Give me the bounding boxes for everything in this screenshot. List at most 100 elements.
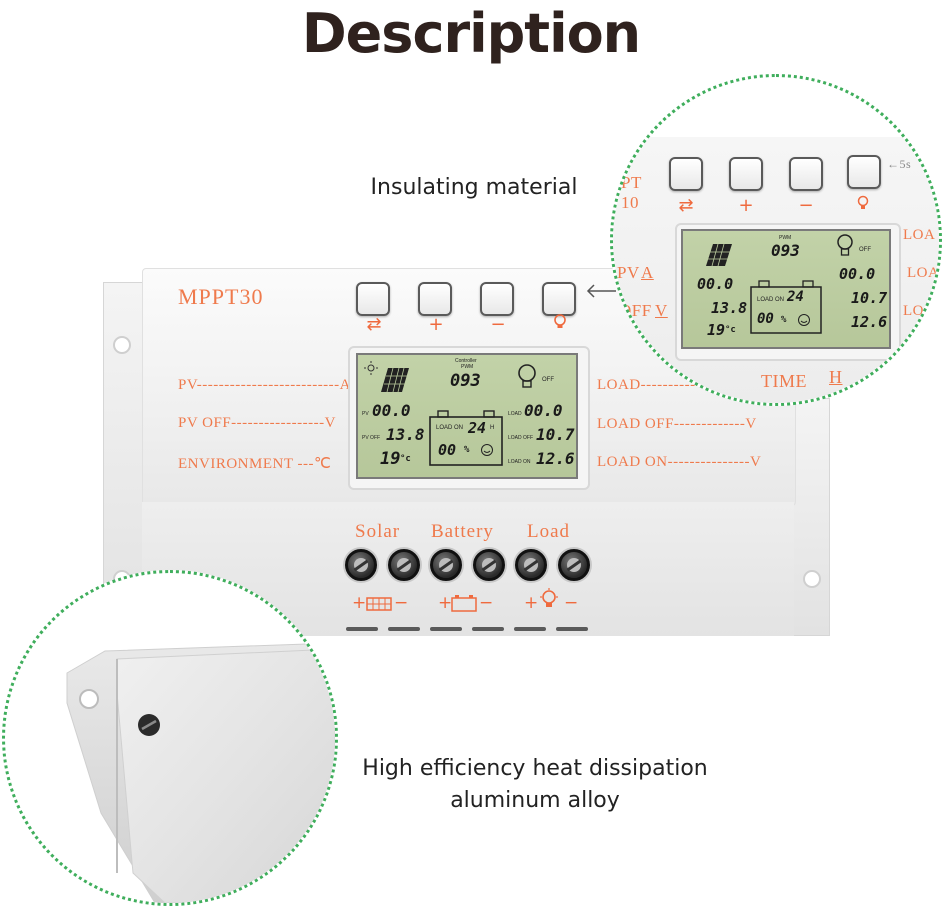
solar-panel-small-icon xyxy=(366,597,392,616)
minus-icon: − xyxy=(490,314,506,335)
right-bracket xyxy=(790,398,830,636)
load-bulb-small-icon xyxy=(539,588,559,617)
zoom-lcd-load-off-value: 10.7 xyxy=(851,289,888,307)
zoom-load-button[interactable] xyxy=(847,155,881,189)
terminal-solar-negative[interactable] xyxy=(388,549,420,581)
solar-plus-sign: + xyxy=(352,593,367,613)
zoom-lcd-off-label: OFF xyxy=(859,247,871,253)
zoom-label-pt: PT xyxy=(621,173,642,192)
zoom-plus-button[interactable] xyxy=(729,157,763,191)
lcd-bulb-icon xyxy=(516,363,538,396)
battery-minus-sign: − xyxy=(479,593,494,613)
zoom-label-load: LOAD xyxy=(903,303,939,319)
zoom-swap-button[interactable] xyxy=(669,157,703,191)
lcd-hours-unit: H xyxy=(490,425,495,431)
zoom-battery-outline-icon xyxy=(749,279,823,340)
zoom-solar-panel-icon xyxy=(705,243,733,272)
terminal-battery-negative[interactable] xyxy=(473,549,505,581)
section-battery: Battery xyxy=(431,521,494,542)
zoom-arrow-text: ←5s xyxy=(887,157,912,171)
zoom-lcd-pct-unit: % xyxy=(781,315,787,325)
mount-hole-bottom-right xyxy=(803,570,821,588)
terminal-load-negative[interactable] xyxy=(558,549,590,581)
zoom-lcd-pwm-value: 093 xyxy=(771,241,800,260)
solar-panel-icon xyxy=(380,367,410,398)
lcd-pv-small: PV xyxy=(362,411,369,417)
smiley-icon xyxy=(480,443,494,462)
lcd-off-label: OFF xyxy=(542,377,554,383)
lcd-load-small: LOAD xyxy=(508,411,522,417)
terminal-load-positive[interactable] xyxy=(515,549,547,581)
load-minus-sign: − xyxy=(564,593,579,613)
lcd-screen: Controller PWM 093 OFF PV 00.0 PV OFF 13… xyxy=(356,353,578,479)
lcd-load-on-value: 12.6 xyxy=(536,449,575,468)
lcd-load-off-value: 10.7 xyxy=(536,425,575,444)
battery-outline-icon xyxy=(428,409,504,472)
zoom-label-off-unit: V xyxy=(655,301,668,320)
lcd-hours-value: 24 xyxy=(468,419,487,437)
lcd-pv-off-small: PV OFF xyxy=(362,435,381,441)
solar-minus-sign: − xyxy=(394,593,409,613)
section-load: Load xyxy=(527,521,571,542)
section-solar: Solar xyxy=(355,521,401,542)
zoom-lcd-load-value: 00.0 xyxy=(839,265,876,283)
vent-slot xyxy=(430,627,462,631)
zoom-lcd-load-on-label: LOAD ON xyxy=(757,297,785,303)
lcd-temp-value: 19 xyxy=(380,449,401,469)
bulb-icon xyxy=(545,314,575,334)
lcd-load-off-small: LOAD OFF xyxy=(508,435,534,441)
zoom-lcd-temp-unit: °c xyxy=(725,325,736,335)
zoom-minus-button[interactable] xyxy=(789,157,823,191)
zoom-label-pv-unit: A xyxy=(641,263,654,282)
caption-insulating: Insulating material xyxy=(370,175,578,200)
load-button[interactable] xyxy=(542,282,576,316)
sun-icon xyxy=(364,361,378,380)
terminal-solar-positive[interactable] xyxy=(345,549,377,581)
lcd-pwm-value: 093 xyxy=(450,371,481,391)
caption-heat-line1: High efficiency heat dissipation xyxy=(362,756,708,781)
zoom-lcd-bulb-icon xyxy=(835,233,855,264)
lcd-pwm-label: PWM xyxy=(461,364,474,370)
caption-heat-line2: aluminum alloy xyxy=(450,788,620,813)
vent-slot xyxy=(388,627,420,631)
zoom-circle-bottom xyxy=(2,570,338,906)
zoom-label-off: OFF xyxy=(619,301,652,320)
lcd-bezel xyxy=(348,346,590,490)
zoom-time-unit: H xyxy=(829,367,843,387)
zoom-label-celsius: ℃ xyxy=(625,337,645,356)
terminal-battery-positive[interactable] xyxy=(430,549,462,581)
vent-slot xyxy=(514,627,546,631)
model-label: MPPT30 xyxy=(178,284,264,309)
zoom-lcd-screen: PWM 093 OFF 00.0 13.8 19 °c LOAD ON 24 0… xyxy=(681,229,891,349)
plus-icon: + xyxy=(428,314,444,335)
lcd-temp-unit: °c xyxy=(400,454,411,464)
aluminum-casing-closeup xyxy=(5,573,335,903)
zoom-minus-icon: − xyxy=(798,195,814,216)
zoom-lcd-pv-value: 00.0 xyxy=(697,275,734,293)
lcd-pv-value: 00.0 xyxy=(372,401,411,420)
battery-plus-sign: + xyxy=(438,593,453,613)
minus-button[interactable] xyxy=(480,282,514,316)
lcd-load-value: 00.0 xyxy=(524,401,563,420)
swap-button[interactable] xyxy=(356,282,390,316)
lcd-controller-label: Controller xyxy=(455,358,477,364)
zoom-lcd-pv-off-value: 13.8 xyxy=(711,299,748,317)
zoom-lcd-pwm-label: PWM xyxy=(779,235,792,241)
plus-button[interactable] xyxy=(418,282,452,316)
vent-slot xyxy=(472,627,504,631)
zoom-lcd-temp-value: 19 xyxy=(707,321,726,339)
load-plus-sign: + xyxy=(524,593,539,613)
lcd-load-on-small: LOAD ON xyxy=(508,459,531,465)
zoom-label-10: 10 xyxy=(621,193,639,212)
page-title: Description xyxy=(301,2,641,65)
zoom-lcd-load-on-value: 12.6 xyxy=(851,313,888,331)
lcd-load-on-label: LOAD ON xyxy=(436,425,464,431)
arrow-left-icon xyxy=(586,283,616,304)
lcd-pct-unit: % xyxy=(464,445,470,455)
swap-arrows-icon: ⇄ xyxy=(366,314,382,335)
lcd-pv-off-value: 13.8 xyxy=(386,425,425,444)
label-environment: ENVIRONMENT ---℃ xyxy=(178,456,332,472)
zoom-time-label: TIME xyxy=(761,371,807,391)
zoom-label-loa1: LOA xyxy=(903,227,936,243)
zoom-lcd-hours-value: 24 xyxy=(787,289,804,305)
